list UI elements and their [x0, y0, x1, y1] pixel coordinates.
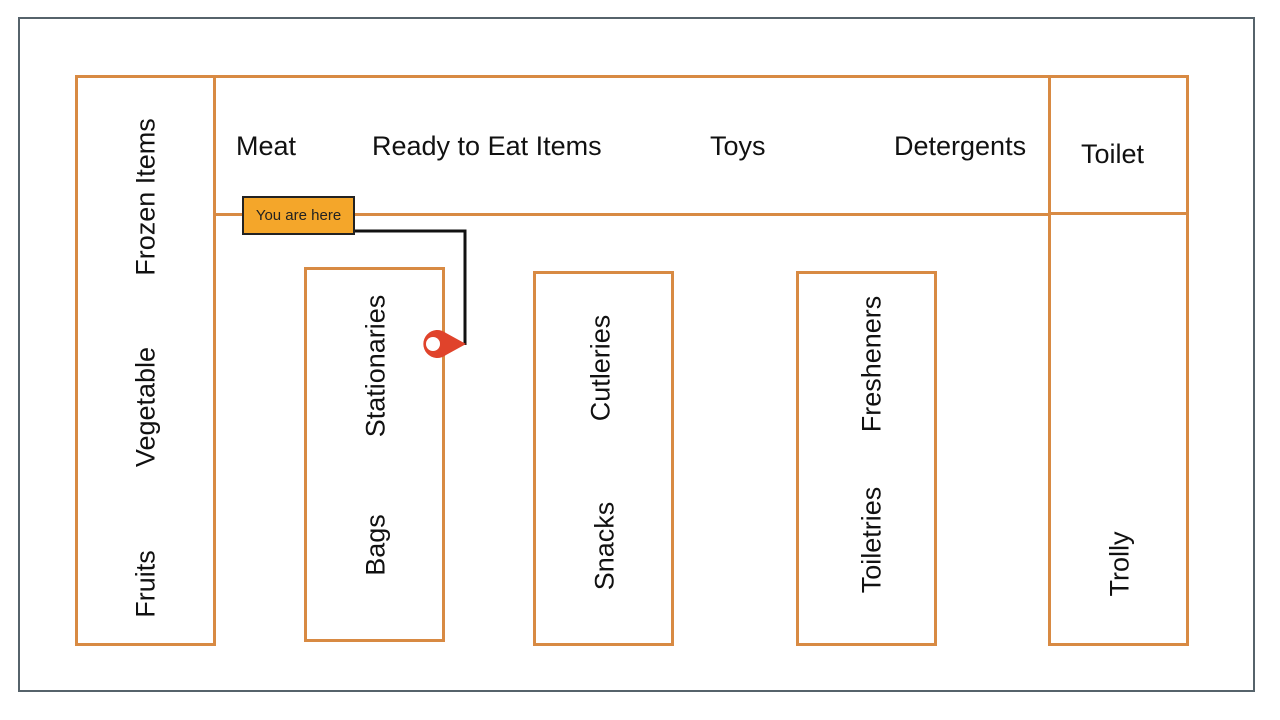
detergents-label: Detergents — [894, 131, 1027, 161]
ready-to-eat-label: Ready to Eat Items — [372, 131, 602, 161]
you-are-here-callout: You are here — [242, 196, 355, 235]
left-column-section — [75, 75, 216, 646]
aisle-2 — [533, 271, 674, 646]
toys-label: Toys — [710, 131, 766, 161]
top-row-section — [213, 75, 1052, 216]
marker-leader-line — [355, 229, 467, 345]
toilet-label: Toilet — [1081, 139, 1145, 169]
map-frame — [18, 17, 1255, 692]
map-pin-icon — [423, 330, 466, 358]
aisle-3 — [796, 271, 937, 646]
right-column-section — [1048, 75, 1189, 646]
aisle-1 — [304, 267, 445, 642]
meat-label: Meat — [236, 131, 297, 161]
right-column-divider — [1048, 212, 1189, 215]
